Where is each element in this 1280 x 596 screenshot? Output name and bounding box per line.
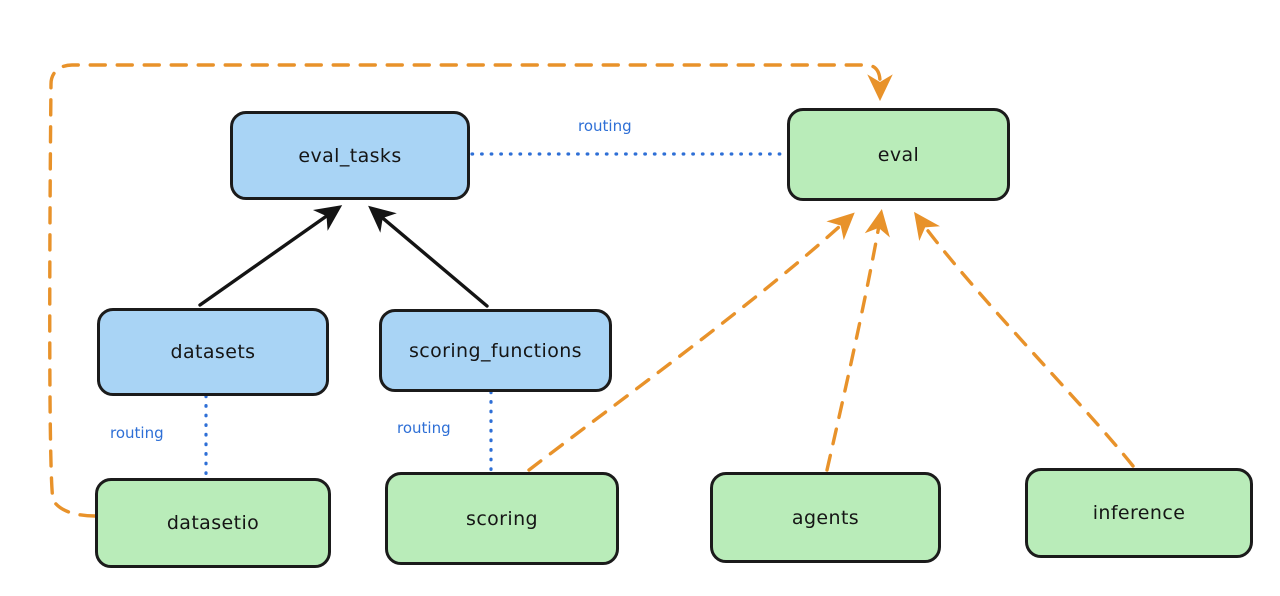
node-agents[interactable]: agents: [710, 472, 941, 563]
node-datasetio[interactable]: datasetio: [95, 478, 331, 568]
node-label-inference: inference: [1092, 502, 1186, 524]
node-label-datasetio: datasetio: [166, 512, 260, 534]
node-label-scoring-functions: scoring_functions: [409, 339, 582, 362]
node-label-datasets: datasets: [170, 341, 256, 363]
edge-label-routing-eval-tasks: routing: [578, 117, 632, 135]
edge-label-routing-datasets: routing: [110, 424, 164, 442]
node-eval[interactable]: eval: [787, 108, 1010, 201]
edge-agents-to-eval: [825, 208, 890, 472]
node-label-scoring: scoring: [466, 507, 538, 530]
node-label-eval-tasks: eval_tasks: [298, 144, 402, 167]
node-eval-tasks[interactable]: eval_tasks: [230, 111, 470, 200]
edge-inference-to-eval: [914, 211, 1135, 468]
edge-datasetio-to-eval: [48, 63, 893, 518]
node-label-agents: agents: [791, 506, 860, 529]
edge-scoring_functions-to-eval_tasks: [368, 205, 489, 308]
edge-label-routing-scoring-functions: routing: [397, 419, 451, 437]
node-scoring-functions[interactable]: scoring_functions: [379, 309, 612, 392]
node-scoring[interactable]: scoring: [385, 472, 619, 565]
node-datasets[interactable]: datasets: [97, 308, 329, 396]
node-inference[interactable]: inference: [1025, 468, 1253, 558]
node-label-eval: eval: [877, 143, 920, 166]
edge-datasets-to-eval_tasks: [198, 205, 343, 307]
edge-scoring-to-eval: [527, 212, 855, 472]
